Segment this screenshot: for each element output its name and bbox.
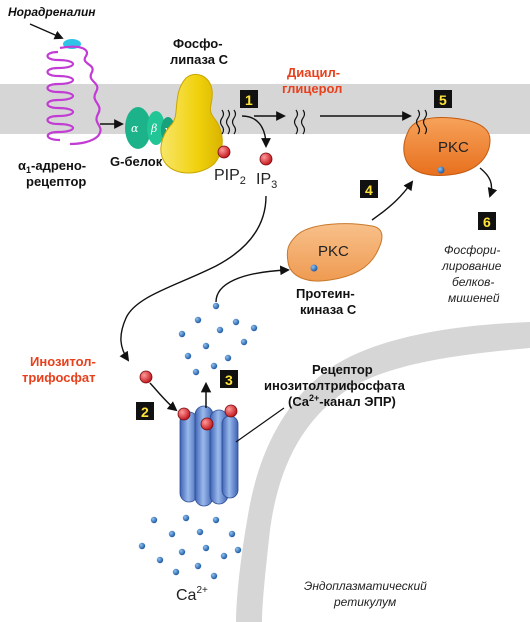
calcium-to-pkc-arrow — [215, 265, 290, 303]
step-4-badge: 4 — [360, 180, 378, 198]
svg-text:1: 1 — [245, 92, 253, 108]
er-membrane — [236, 322, 530, 622]
ip3-bound-2 — [200, 417, 214, 431]
pip2-headgroup — [217, 145, 231, 159]
ip3r-label-line2: инозитолтрифосфата — [264, 378, 406, 393]
svg-text:5: 5 — [439, 92, 447, 108]
pkc-translocation-arrow — [371, 180, 414, 221]
svg-text:3: 3 — [225, 372, 233, 388]
step-6-badge: 6 — [478, 212, 496, 230]
adrenoreceptor — [46, 45, 102, 146]
g-alpha-label: α — [131, 122, 139, 135]
phosphorylation-line2: лирование — [441, 259, 502, 273]
pkc-name-line2: киназа С — [300, 302, 357, 317]
pkc-name-line1: Протеин- — [296, 286, 355, 301]
er-label-line1: Эндоплазматический — [304, 579, 427, 593]
svg-text:4: 4 — [365, 182, 373, 198]
g-protein-label: G-белок — [110, 154, 163, 169]
er-label-line2: ретикулум — [333, 595, 396, 609]
ip3-free-molecule — [139, 370, 153, 384]
pkc-active — [403, 117, 491, 176]
pkc-cytosolic-calcium — [310, 264, 318, 272]
ip3-name-line2: трифосфат — [22, 370, 95, 385]
ip3r-label-line1: Рецептор — [312, 362, 373, 377]
ip3-bound-1 — [177, 407, 191, 421]
pip2-lipid — [219, 109, 237, 135]
ip3-binding-arrow — [149, 382, 178, 412]
pip2-label: PIP2 — [214, 167, 246, 187]
phosphorylation-line1: Фосфори- — [444, 243, 500, 257]
plc-label-line1: Фосфо- — [173, 36, 223, 51]
phospholipase-c — [160, 74, 223, 174]
pip2-to-ip3-arrow — [241, 115, 271, 148]
dag-lipid — [293, 109, 306, 135]
dag-label-line2: глицерол — [282, 81, 342, 96]
phosphorylation-line3: белков- — [452, 275, 494, 289]
phosphorylation-line4: мишеней — [448, 291, 500, 305]
ip3-receptor-channel — [179, 405, 239, 507]
er-calcium-ions — [138, 514, 242, 580]
g-beta-label: β — [150, 122, 157, 135]
pkc-active-label: PKC — [438, 139, 469, 156]
ip3-name-line1: Инозитол- — [30, 354, 96, 369]
ip3-label: IP3 — [256, 171, 277, 191]
ip3-diffusion-arrow — [119, 195, 267, 362]
pkc-cytosolic-label: PKC — [318, 243, 349, 260]
noradrenaline-label: Норадреналин — [8, 5, 96, 19]
receptor-pointer-line — [235, 407, 285, 443]
step-5-badge: 5 — [434, 90, 452, 108]
step-3-badge: 3 — [220, 370, 238, 388]
ip3-bound-3 — [224, 404, 238, 418]
receptor-label-line2: рецептор — [26, 174, 86, 189]
plc-label-line2: липаза С — [170, 52, 229, 67]
pkc-to-phosphorylation-arrow — [479, 167, 498, 198]
step-2-badge: 2 — [136, 402, 154, 420]
step-1-badge: 1 — [240, 90, 258, 108]
receptor-label: α1-адрено- — [18, 158, 86, 175]
noradrenaline-arrow — [29, 23, 64, 40]
svg-text:2: 2 — [141, 404, 149, 420]
cytosolic-calcium-ions — [178, 302, 258, 376]
pkc-active-lipid — [415, 109, 428, 135]
dag-label-line1: Диацил- — [287, 65, 340, 80]
pkc-active-calcium — [437, 166, 445, 174]
ip3-molecule — [259, 152, 273, 166]
calcium-label: Ca2+ — [176, 585, 208, 604]
svg-text:6: 6 — [483, 214, 491, 230]
ip3r-label-line3: (Ca2+-канал ЭПР) — [288, 393, 396, 409]
